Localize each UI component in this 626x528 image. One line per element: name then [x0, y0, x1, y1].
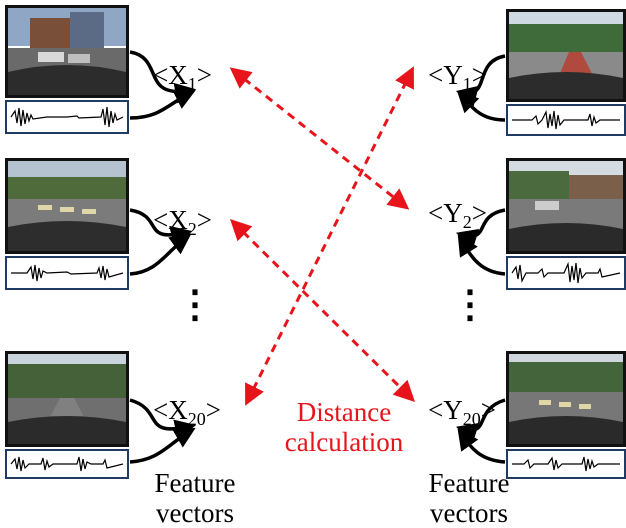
distance-calculation-label: Distance calculation	[284, 397, 404, 457]
feature-vector-y20: <Y20>	[428, 395, 496, 429]
video-frame-x1	[5, 5, 129, 98]
video-frame-y1	[506, 9, 626, 102]
video-frame-y20	[506, 351, 626, 447]
distance-arrow-x1-y2	[229, 67, 410, 210]
feature-vectors-caption-right: Feature vectors	[428, 468, 510, 528]
feature-vector-x2: <X2>	[153, 205, 212, 239]
video-frame-y2	[506, 158, 626, 254]
audio-waveform-x2	[5, 256, 129, 290]
audio-waveform-x1	[5, 100, 129, 134]
feature-arrow-x20-audio	[129, 427, 196, 464]
feature-vector-y1: <Y1>	[428, 60, 487, 94]
feature-vector-x1: <X1>	[153, 60, 212, 94]
feature-vectors-caption-left: Feature vectors	[154, 468, 236, 528]
feature-arrow-y2-audio	[457, 234, 506, 276]
feature-arrow-y20-audio	[457, 428, 506, 464]
feature-vector-x20: <X20>	[153, 395, 221, 429]
feature-vector-y2: <Y2>	[428, 198, 487, 232]
audio-waveform-y1	[506, 104, 626, 136]
feature-arrow-x2-audio	[129, 233, 192, 276]
ellipsis-left: ⋮	[176, 284, 214, 326]
audio-waveform-y2	[506, 256, 626, 290]
feature-arrow-x1-audio	[129, 90, 196, 120]
video-frame-x20	[5, 351, 129, 447]
ellipsis-right: ⋮	[451, 284, 489, 326]
distance-arrow-x20-y1	[245, 66, 414, 406]
video-frame-x2	[5, 158, 129, 254]
audio-waveform-y20	[506, 449, 626, 479]
feature-arrow-y1-audio	[457, 91, 506, 122]
audio-waveform-x20	[5, 449, 129, 479]
